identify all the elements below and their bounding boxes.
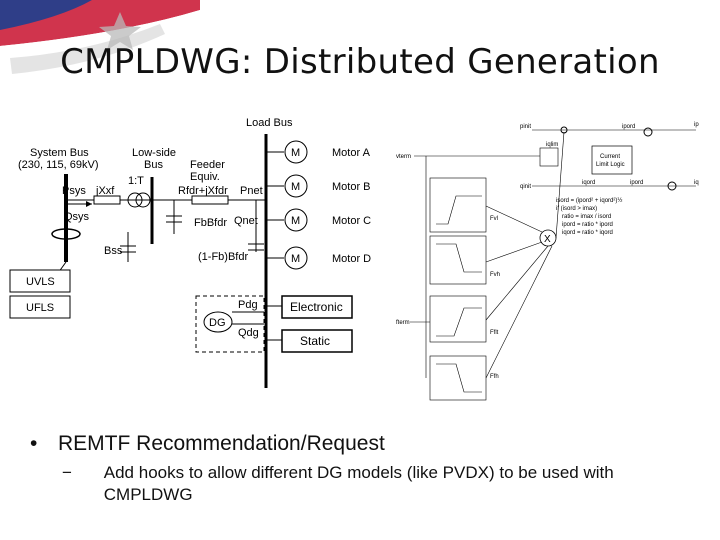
motor-b-label: Motor B [332, 181, 371, 193]
feeder-label: Feeder [190, 159, 225, 171]
bullet-text-1: REMTF Recommendation/Request [58, 432, 385, 455]
eq-4: ipord = ratio * ipord [562, 222, 613, 228]
ipord-label: ipord [630, 180, 643, 186]
motor-c-label: Motor C [332, 215, 371, 227]
slide-title: CMPLDWG: Distributed Generation [60, 42, 660, 82]
bullet-text-2: Add hooks to allow different DG models (… [103, 463, 614, 504]
tap-label: 1:T [128, 175, 144, 187]
jxxf-label: jXxf [95, 185, 115, 197]
motor-a-label: Motor A [332, 147, 371, 159]
bullet-marker: • [30, 432, 38, 455]
ufls-label: UFLS [26, 302, 54, 314]
dg-label: DG [209, 317, 226, 329]
fvl-label: Fvl [490, 216, 498, 222]
static-label: Static [300, 334, 330, 348]
eq-2: if (isord > imax) [556, 206, 597, 212]
fflt-label: Fflt [490, 330, 499, 336]
control-block-diagram: pinit ipord ip vterm iqlim Current Limit… [396, 122, 699, 401]
eq-1: isord = (ipord² + iqord²)½ [556, 197, 622, 204]
fb2-label: (1-Fb)Bfdr [198, 251, 248, 263]
motor-c: M Motor C [266, 208, 371, 232]
sub-bullet-marker: − [62, 463, 72, 482]
one-line-diagram: Load Bus System Bus (230, 115, 69kV) Low… [9, 117, 371, 388]
rfdr-label: Rfdr+jXfdr [178, 185, 228, 197]
bullet-list: • REMTF Recommendation/Request − Add hoo… [30, 432, 700, 506]
qnet-label: Qnet [234, 215, 258, 227]
load-bus-label: Load Bus [246, 117, 293, 129]
pinit-label: pinit [520, 124, 531, 130]
fterm-label: fterm [396, 320, 410, 326]
psys-label: Psys [62, 185, 86, 197]
current-limit-label-2: Limit Logic [596, 162, 625, 168]
vterm-label: vterm [396, 154, 411, 160]
motor-a-symbol: M [291, 147, 300, 159]
motor-c-symbol: M [291, 215, 300, 227]
fbbfdr-label: FbBfdr [194, 217, 227, 229]
pdg-label: Pdg [238, 299, 258, 311]
motor-b: M Motor B [266, 174, 371, 198]
ip-label: ip [694, 122, 699, 128]
motor-b-symbol: M [291, 181, 300, 193]
ipord-top-label: ipord [622, 124, 635, 130]
current-limit-label-1: Current [600, 154, 620, 160]
uvls-label: UVLS [26, 276, 55, 288]
system-bus-label: System Bus [30, 147, 89, 159]
motor-d-symbol: M [291, 253, 300, 265]
electronic-label: Electronic [290, 300, 343, 314]
texas-flag-graphic [0, 0, 200, 74]
motor-d-label: Motor D [332, 253, 371, 265]
bullet-item-2: − Add hooks to allow different DG models… [62, 462, 700, 506]
bss-label: Bss [104, 245, 123, 257]
eq-3: ratio = imax / isord [562, 214, 611, 220]
fvh-label: Fvh [490, 272, 500, 278]
feeder-label-2: Equiv. [190, 171, 220, 183]
pnet-label: Pnet [240, 185, 263, 197]
qinit-label: qinit [520, 184, 531, 190]
x-symbol: X [544, 234, 551, 245]
iqlim-label: iqlim [546, 142, 558, 148]
bullet-item-1: • REMTF Recommendation/Request [30, 432, 700, 456]
iqord-label: iqord [582, 180, 595, 186]
motor-a: M Motor A [266, 140, 371, 164]
low-side-bus-label: Low-side [132, 147, 176, 159]
motor-d: M Motor D [266, 246, 371, 270]
low-side-bus-label-2: Bus [144, 159, 163, 171]
eq-5: iqord = ratio * iqord [562, 230, 613, 236]
system-bus-kv: (230, 115, 69kV) [18, 159, 99, 171]
qsys-label: Qsys [64, 211, 90, 223]
iq-label: iq [694, 180, 699, 186]
ffh-label: Ffh [490, 374, 499, 380]
qdg-label: Qdg [238, 327, 259, 339]
